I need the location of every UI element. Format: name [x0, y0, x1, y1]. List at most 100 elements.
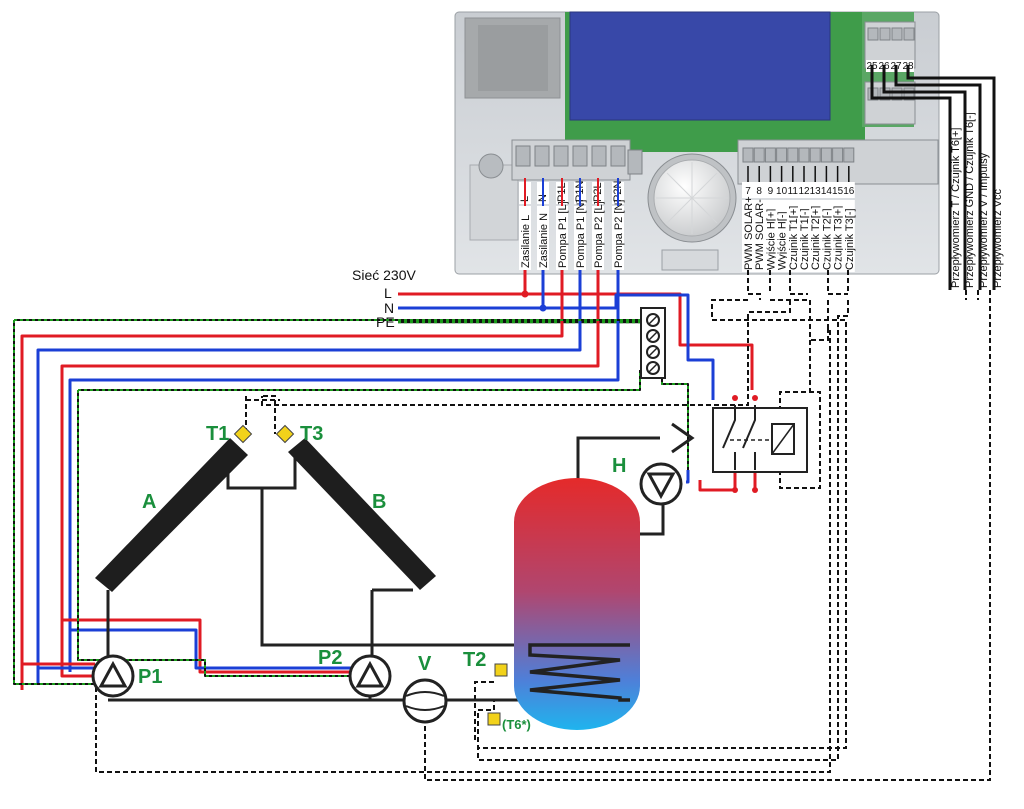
signal-terminal-tag [820, 182, 833, 198]
signal-terminal-name: Wyjście H[-] [777, 211, 789, 270]
collector-a [95, 438, 248, 592]
signal-terminal-name: Czujnik T3[+] [833, 206, 845, 270]
flow-arrow-icon [671, 422, 695, 454]
signal-terminal-number: 8 [756, 186, 762, 197]
flow-terminal-name-bg [949, 118, 961, 290]
terminal-screw [742, 147, 754, 163]
collector-a-label: A [142, 491, 156, 513]
signal-terminal-number: 9 [768, 186, 774, 197]
signal-terminal-number: 13 [810, 186, 822, 197]
sensor-t3 [275, 424, 295, 444]
signal-terminal-name-bg [786, 200, 799, 272]
sensor-t2 [494, 663, 508, 677]
relay-icon [712, 395, 808, 493]
mains-pe-label: PE [376, 314, 395, 330]
lcd-display-icon [569, 11, 831, 121]
signal-terminal-name-bg [753, 200, 766, 272]
sensor-t1-label: T1 [206, 423, 229, 445]
signal-terminal-name: Czujnik T2[-] [821, 208, 833, 270]
signal-terminal-name: PWM SOLAR+ [743, 196, 755, 270]
pump-h-label: H [612, 455, 626, 477]
pump-p1-label: P1 [138, 666, 162, 688]
signal-terminal-name: Czujnik T3[-] [844, 208, 856, 270]
signal-terminal-name-bg [842, 200, 855, 272]
terminal-screw [787, 147, 799, 163]
signal-terminal-number: 11 [788, 186, 799, 197]
signal-terminal-name-bg [798, 200, 810, 272]
flow-terminal-name: Przepływomierz T / Czujnik T6[+] [950, 128, 962, 288]
signal-terminal-name-bg [820, 200, 833, 272]
signal-terminal-tag [753, 182, 766, 198]
signal-terminal-number: 15 [832, 186, 844, 197]
signal-terminal-name: Czujnik T1[+] [788, 206, 800, 270]
mains-title: Sieć 230V [352, 267, 416, 283]
signal-terminal-name-bg [742, 200, 754, 272]
signal-terminal-tag [742, 182, 754, 198]
signal-terminal-tag [786, 182, 799, 198]
signal-terminal-name-bg [831, 200, 844, 272]
power-terminal-name: Pompa P2 [N] [613, 200, 625, 268]
mains-labels: Sieć 230V L N PE [352, 267, 416, 330]
terminal-screw [776, 147, 788, 163]
signal-terminal-tag [764, 182, 777, 198]
terminal-screw [809, 147, 821, 163]
signal-terminal-name: Czujnik T1[-] [799, 208, 811, 270]
pump-p2 [348, 654, 392, 698]
signal-terminal-tag [798, 182, 810, 198]
power-terminal-name: Pompa P1 [L] [557, 201, 569, 268]
flow-wires [870, 65, 996, 290]
signal-terminal-tag [831, 182, 844, 198]
terminal-screw [764, 147, 776, 163]
signal-terminal-number: 7 [745, 186, 751, 197]
storage-tank [514, 478, 640, 730]
signal-terminal-name: PWM SOLAR- [754, 199, 766, 270]
sensor-t1 [233, 424, 253, 444]
signal-wiring [95, 270, 991, 781]
dial-knob-icon [647, 153, 737, 243]
signal-terminal-number: 14 [821, 186, 833, 197]
sensor-t6-label: (T6*) [502, 717, 531, 732]
signal-terminal-number: 10 [776, 186, 788, 197]
mains-n-label: N [384, 300, 394, 316]
earth-terminal-block-icon [640, 307, 666, 379]
signal-terminal-tag [775, 182, 788, 198]
collector-b-label: B [372, 491, 386, 513]
pump-p2-label: P2 [318, 647, 342, 669]
junction-dot [521, 290, 529, 298]
sensor-t2-label: T2 [463, 649, 486, 671]
power-terminal-name: Zasilanie N [538, 213, 550, 268]
signal-terminal-tag [809, 182, 822, 198]
signal-terminal-number: 16 [843, 186, 855, 197]
heat-exchanger-coil-icon [528, 643, 630, 702]
signal-terminal-name-bg [809, 200, 822, 272]
power-terminal-name: Pompa P1 [N] [575, 200, 587, 268]
terminal-screw [843, 147, 855, 163]
terminal-screw [753, 147, 765, 163]
terminal-screw [832, 147, 844, 163]
signal-terminal-number: 12 [798, 186, 810, 197]
junction-dot [539, 304, 547, 312]
power-terminal-name-bg [556, 206, 568, 270]
power-terminal-name-bg [592, 206, 604, 270]
sensor-t3-label: T3 [300, 423, 323, 445]
power-terminal-block [511, 139, 643, 181]
power-terminal-name-bg [574, 206, 586, 270]
power-terminal-name-bg [537, 206, 549, 270]
signal-terminal-name-bg [764, 200, 777, 272]
flow-meter-icon [402, 678, 448, 724]
flow-terminal-name: Przepływomierz GND / Czujnik T6[-] [964, 112, 976, 288]
power-terminal-name: Pompa P2 [L] [593, 201, 605, 268]
signal-terminal-name-bg [775, 200, 788, 272]
signal-terminal-name: Wyjście H[+] [765, 209, 777, 270]
power-terminal-name-bg [519, 206, 531, 270]
sensor-t6 [487, 712, 501, 726]
flow-meter-label: V [418, 653, 432, 675]
terminal-screw [820, 147, 832, 163]
terminal-screw [798, 147, 810, 163]
mains-l-label: L [384, 285, 392, 301]
wiring [13, 270, 757, 690]
collector-b [288, 438, 436, 590]
signal-terminal-name: Czujnik T2[+] [810, 206, 822, 270]
signal-terminal-tag [842, 182, 855, 198]
